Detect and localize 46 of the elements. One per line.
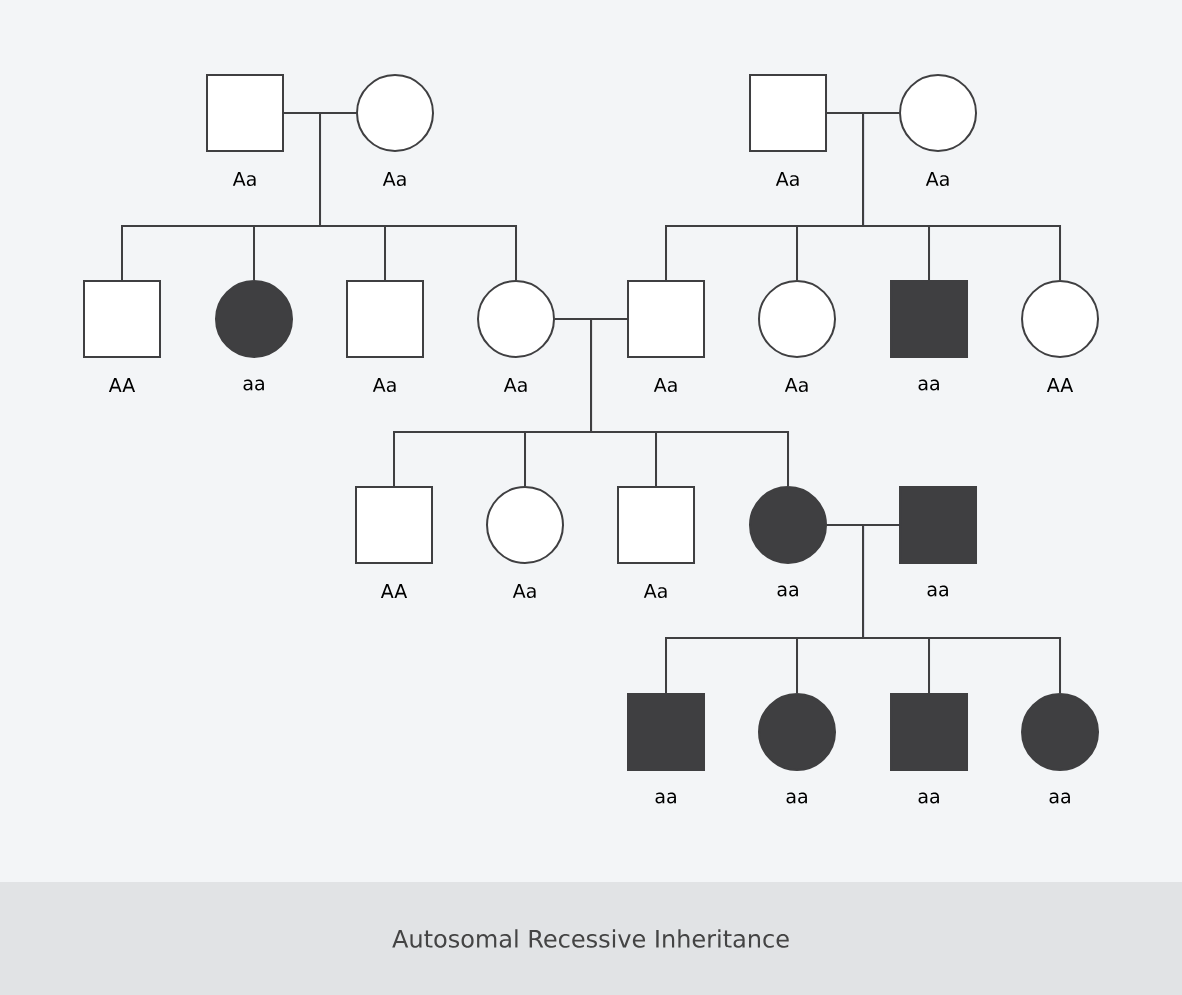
genotype-label: AA xyxy=(380,584,408,598)
circle-symbol xyxy=(486,486,564,564)
circle-symbol xyxy=(899,74,977,152)
genotype-label: Aa xyxy=(232,171,256,187)
filled-circle-symbol xyxy=(215,280,293,358)
circle-symbol xyxy=(758,280,836,358)
square-symbol xyxy=(617,486,695,564)
filled-square-symbol xyxy=(890,693,968,771)
genotype-label: aa xyxy=(918,379,939,391)
circle-symbol xyxy=(477,280,555,358)
genotype-label: AA xyxy=(1046,378,1074,392)
genotype-label: aa xyxy=(655,792,676,804)
square-symbol xyxy=(355,486,433,564)
genotype-label: Aa xyxy=(643,583,667,599)
square-symbol xyxy=(346,280,424,358)
filled-square-symbol xyxy=(899,486,977,564)
genotype-label: aa xyxy=(1049,792,1070,804)
genotype-label: aa xyxy=(927,585,948,597)
filled-circle-symbol xyxy=(1021,693,1099,771)
genotype-label: Aa xyxy=(775,171,799,187)
filled-square-symbol xyxy=(627,693,705,771)
genotype-label: aa xyxy=(918,792,939,804)
genotype-label: aa xyxy=(786,792,807,804)
connector-line xyxy=(590,318,789,487)
genotype-label: Aa xyxy=(784,377,808,393)
genotype-label: Aa xyxy=(925,171,949,187)
genotype-label: Aa xyxy=(653,377,677,393)
circle-symbol xyxy=(356,74,434,152)
genotype-label: Aa xyxy=(512,583,536,599)
filled-circle-symbol xyxy=(749,486,827,564)
genotype-label: aa xyxy=(243,379,264,391)
genotype-label: Aa xyxy=(382,171,406,187)
connector-line xyxy=(862,524,1061,694)
genotype-label: AA xyxy=(108,378,136,392)
square-symbol xyxy=(749,74,827,152)
square-symbol xyxy=(83,280,161,358)
filled-square-symbol xyxy=(890,280,968,358)
filled-circle-symbol xyxy=(758,693,836,771)
genotype-label: aa xyxy=(777,585,798,597)
connector-line xyxy=(862,112,1061,281)
genotype-label: Aa xyxy=(503,377,527,393)
square-symbol xyxy=(627,280,705,358)
square-symbol xyxy=(206,74,284,152)
genotype-label: Aa xyxy=(372,377,396,393)
title-band: Autosomal Recessive Inheritance xyxy=(0,882,1182,995)
circle-symbol xyxy=(1021,280,1099,358)
